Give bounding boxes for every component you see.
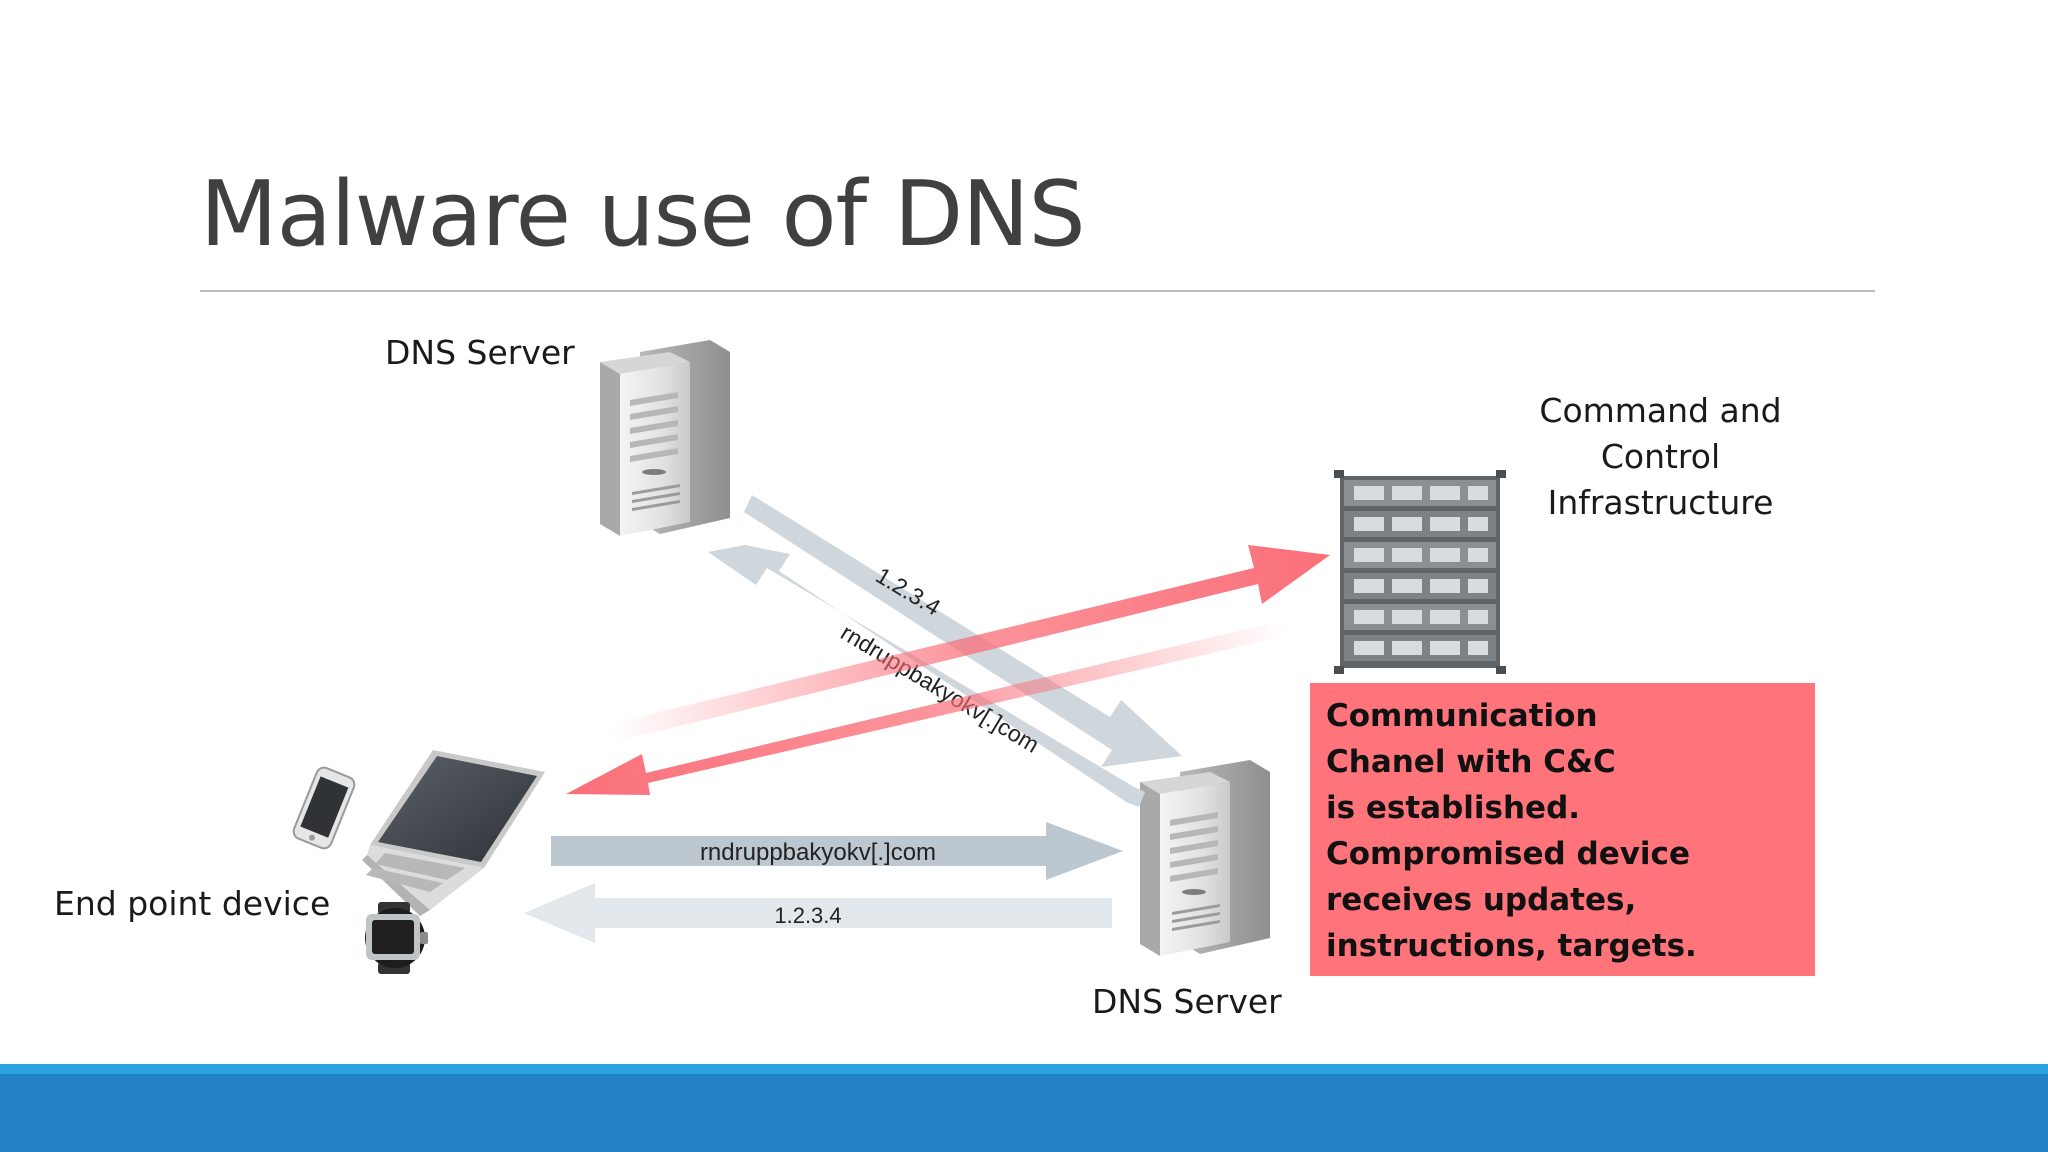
horizontal-reply-arrow xyxy=(524,883,1112,943)
red-arrow-to-cnc xyxy=(610,545,1330,742)
footer-bar xyxy=(0,1074,2048,1152)
callout-line: Communication xyxy=(1326,698,1598,734)
title-divider xyxy=(200,290,1875,292)
callout-line: Compromised device xyxy=(1326,836,1690,872)
callout-line: receives updates, xyxy=(1326,882,1637,918)
callout-line: instructions, targets. xyxy=(1326,928,1697,964)
endpoint-device-label: End point device xyxy=(54,884,331,923)
callout-line: Chanel with C&C xyxy=(1326,744,1616,780)
cnc-callout-box: Communication Chanel with C&C is establi… xyxy=(1310,683,1815,976)
server-top-icon xyxy=(600,340,730,536)
red-arrow-to-endpoint xyxy=(566,620,1286,795)
slide-title: Malware use of DNS xyxy=(200,162,1086,267)
server-rack-icon xyxy=(1334,470,1506,674)
horizontal-reply-label: 1.2.3.4 xyxy=(774,903,841,928)
footer-accent-bar xyxy=(0,1064,2048,1074)
callout-line: is established. xyxy=(1326,790,1581,826)
smartphone-icon xyxy=(292,766,356,850)
horizontal-query-label: rndruppbakyokv[.]com xyxy=(700,839,936,866)
smartwatch-icon xyxy=(365,902,428,974)
dns-server-bottom-label: DNS Server xyxy=(1092,982,1282,1021)
horizontal-query-arrow xyxy=(551,822,1123,880)
laptop-icon xyxy=(362,750,545,916)
cnc-infrastructure-label: Command and Control Infrastructure xyxy=(1539,391,1782,522)
server-bottom-icon xyxy=(1140,760,1270,956)
dns-server-top-label: DNS Server xyxy=(385,333,575,372)
diagonal-reply-arrow xyxy=(744,495,1182,767)
diagonal-query-arrow xyxy=(708,545,1145,807)
